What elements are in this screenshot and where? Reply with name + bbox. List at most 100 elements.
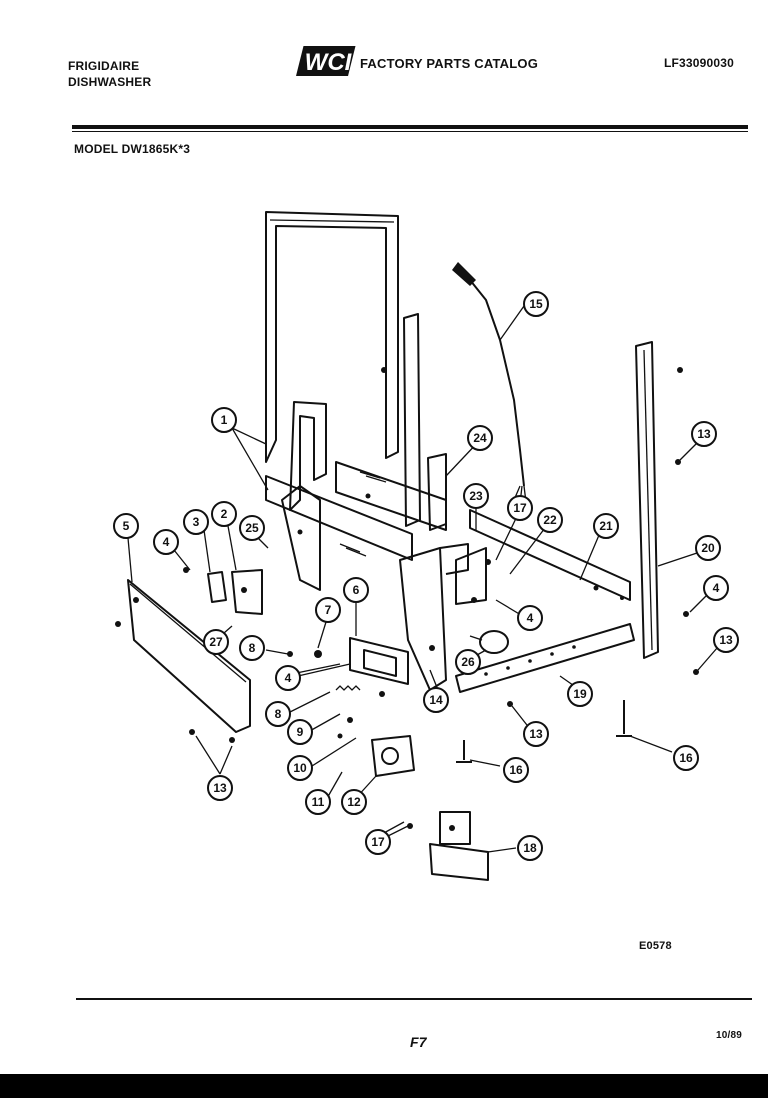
bracket-assembly-left	[207, 569, 263, 615]
callout-label: 12	[347, 795, 361, 809]
callout-13-left: 13	[207, 775, 233, 801]
callout-4-center: 4	[275, 665, 301, 691]
callout-label: 17	[513, 501, 527, 515]
callout-10: 10	[287, 755, 313, 781]
callout-5: 5	[113, 513, 139, 539]
catalog-code: LF33090030	[664, 56, 735, 70]
callout-label: 3	[193, 515, 200, 529]
callout-4-far-right: 4	[703, 575, 729, 601]
callout-22: 22	[537, 507, 563, 533]
callout-label: 8	[275, 707, 282, 721]
callout-label: 7	[325, 603, 332, 617]
callout-label: 10	[293, 761, 307, 775]
callout-label: 8	[249, 641, 256, 655]
callout-8-lower: 8	[265, 701, 291, 727]
logo-text: WCI	[305, 49, 353, 76]
callout-label: 9	[297, 725, 304, 739]
callout-label: 27	[209, 635, 223, 649]
switch-assembly	[429, 811, 489, 881]
callout-label: 18	[523, 841, 537, 855]
callout-label: 16	[509, 763, 523, 777]
callout-13-front: 13	[523, 721, 549, 747]
callout-label: 13	[697, 427, 711, 441]
right-vertical-channel	[635, 341, 659, 659]
callout-13-upper-right: 13	[691, 421, 717, 447]
leveler-foot	[469, 630, 509, 654]
callout-label: 26	[461, 655, 475, 669]
callout-label: 13	[719, 633, 733, 647]
left-kick-plate	[127, 579, 251, 733]
callout-20: 20	[695, 535, 721, 561]
callout-12: 12	[341, 789, 367, 815]
callout-13-lower-right: 13	[713, 627, 739, 653]
callout-8-upper: 8	[239, 635, 265, 661]
callout-label: 20	[701, 541, 715, 555]
header-rule-thick	[72, 125, 748, 129]
callout-18: 18	[517, 835, 543, 861]
callout-14: 14	[423, 687, 449, 713]
footer-rule	[76, 998, 752, 1000]
callout-label: 4	[527, 611, 534, 625]
callout-label: 17	[371, 835, 385, 849]
callout-label: 14	[429, 693, 443, 707]
parts-catalog-sheet: FRIGIDAIRE DISHWASHER WCI FACTORY PARTS …	[0, 0, 768, 1074]
leveling-legs	[456, 700, 632, 763]
catalog-title: FACTORY PARTS CATALOG	[360, 56, 539, 71]
brand-name: FRIGIDAIRE	[68, 59, 140, 73]
callout-label: 2	[221, 507, 228, 521]
callout-label: 15	[529, 297, 543, 311]
callout-16-right: 16	[673, 745, 699, 771]
callout-label: 25	[245, 521, 259, 535]
spring	[335, 685, 361, 691]
callout-label: 22	[543, 513, 557, 527]
callout-label: 4	[163, 535, 170, 549]
exploded-parts-diagram: 1 2 3 4 4 4 4 5	[113, 211, 739, 881]
wci-logo: WCI	[294, 44, 356, 83]
callout-4-right-rail: 4	[517, 605, 543, 631]
callout-4-left: 4	[153, 529, 179, 555]
callout-label: 11	[312, 795, 325, 809]
product-name: DISHWASHER	[68, 75, 152, 89]
callout-24: 24	[467, 425, 493, 451]
page-date: 10/89	[716, 1030, 743, 1041]
callout-17-upper: 17	[507, 495, 533, 521]
callout-11: 11	[305, 789, 331, 815]
callout-label: 13	[529, 727, 543, 741]
callout-21: 21	[593, 513, 619, 539]
callout-27: 27	[203, 629, 229, 655]
right-side-rail	[455, 509, 631, 605]
callout-label: 6	[353, 583, 360, 597]
callout-label: 19	[573, 687, 587, 701]
callout-leaders	[127, 305, 725, 853]
brand-block: FRIGIDAIRE DISHWASHER	[68, 58, 151, 90]
model-number: MODEL DW1865K*3	[74, 142, 191, 156]
callout-label: 23	[469, 489, 483, 503]
screws	[115, 367, 699, 829]
front-base-rail	[455, 623, 635, 693]
callout-23: 23	[463, 483, 489, 509]
callout-25: 25	[239, 515, 265, 541]
callout-7: 7	[315, 597, 341, 623]
figure-code: E0578	[639, 940, 672, 952]
callout-label: 1	[221, 413, 228, 427]
power-cord	[452, 262, 527, 505]
callout-15: 15	[523, 291, 549, 317]
callout-2: 2	[211, 501, 237, 527]
left-frame-assembly	[265, 401, 413, 591]
callout-19: 19	[567, 681, 593, 707]
door-panel-frame	[265, 211, 399, 463]
callout-16-center: 16	[503, 757, 529, 783]
callout-label: 21	[599, 519, 613, 533]
callout-26: 26	[455, 649, 481, 675]
bracket-6	[349, 637, 409, 685]
callout-label: 13	[213, 781, 227, 795]
callout-17-lower: 17	[365, 829, 391, 855]
callout-9: 9	[287, 719, 313, 745]
page-number: F7	[410, 1034, 427, 1050]
callout-1: 1	[211, 407, 237, 433]
callout-3: 3	[183, 509, 209, 535]
callout-label: 4	[285, 671, 292, 685]
callout-label: 16	[679, 751, 693, 765]
header-rule-thin	[72, 131, 748, 132]
center-upright	[335, 313, 447, 531]
